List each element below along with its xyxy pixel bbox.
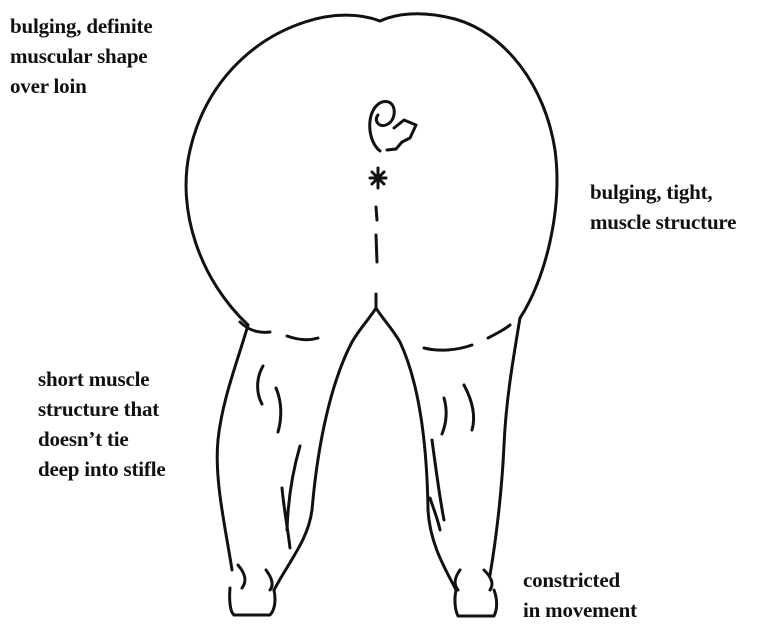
right-leg-outline — [490, 318, 520, 575]
left-dewclaw — [266, 570, 272, 590]
stifle-dash-right — [488, 325, 510, 338]
left-hoof — [230, 588, 275, 615]
left-leg-inner-line — [287, 446, 300, 530]
stifle-dash-left — [287, 336, 318, 340]
midline-dash — [376, 207, 377, 220]
left-leg-muscle-line — [276, 388, 281, 432]
stifle-dash-right — [424, 345, 472, 350]
body-outline — [186, 14, 557, 325]
left-leg-outline — [217, 325, 248, 570]
anus-mark — [370, 168, 386, 188]
tail-tuft — [387, 120, 416, 150]
right-leg-muscle-line — [442, 398, 446, 434]
right-hoof — [455, 590, 497, 616]
right-leg-inner-line — [430, 498, 440, 530]
left-dewclaw — [238, 565, 245, 588]
left-leg-inner — [274, 510, 312, 590]
left-leg-muscle-line — [258, 366, 263, 404]
midline-dash — [376, 235, 377, 262]
tail-head — [370, 101, 395, 151]
right-leg-muscle-line — [464, 385, 474, 430]
right-leg-inner — [428, 510, 456, 590]
crotch-line — [312, 308, 428, 510]
